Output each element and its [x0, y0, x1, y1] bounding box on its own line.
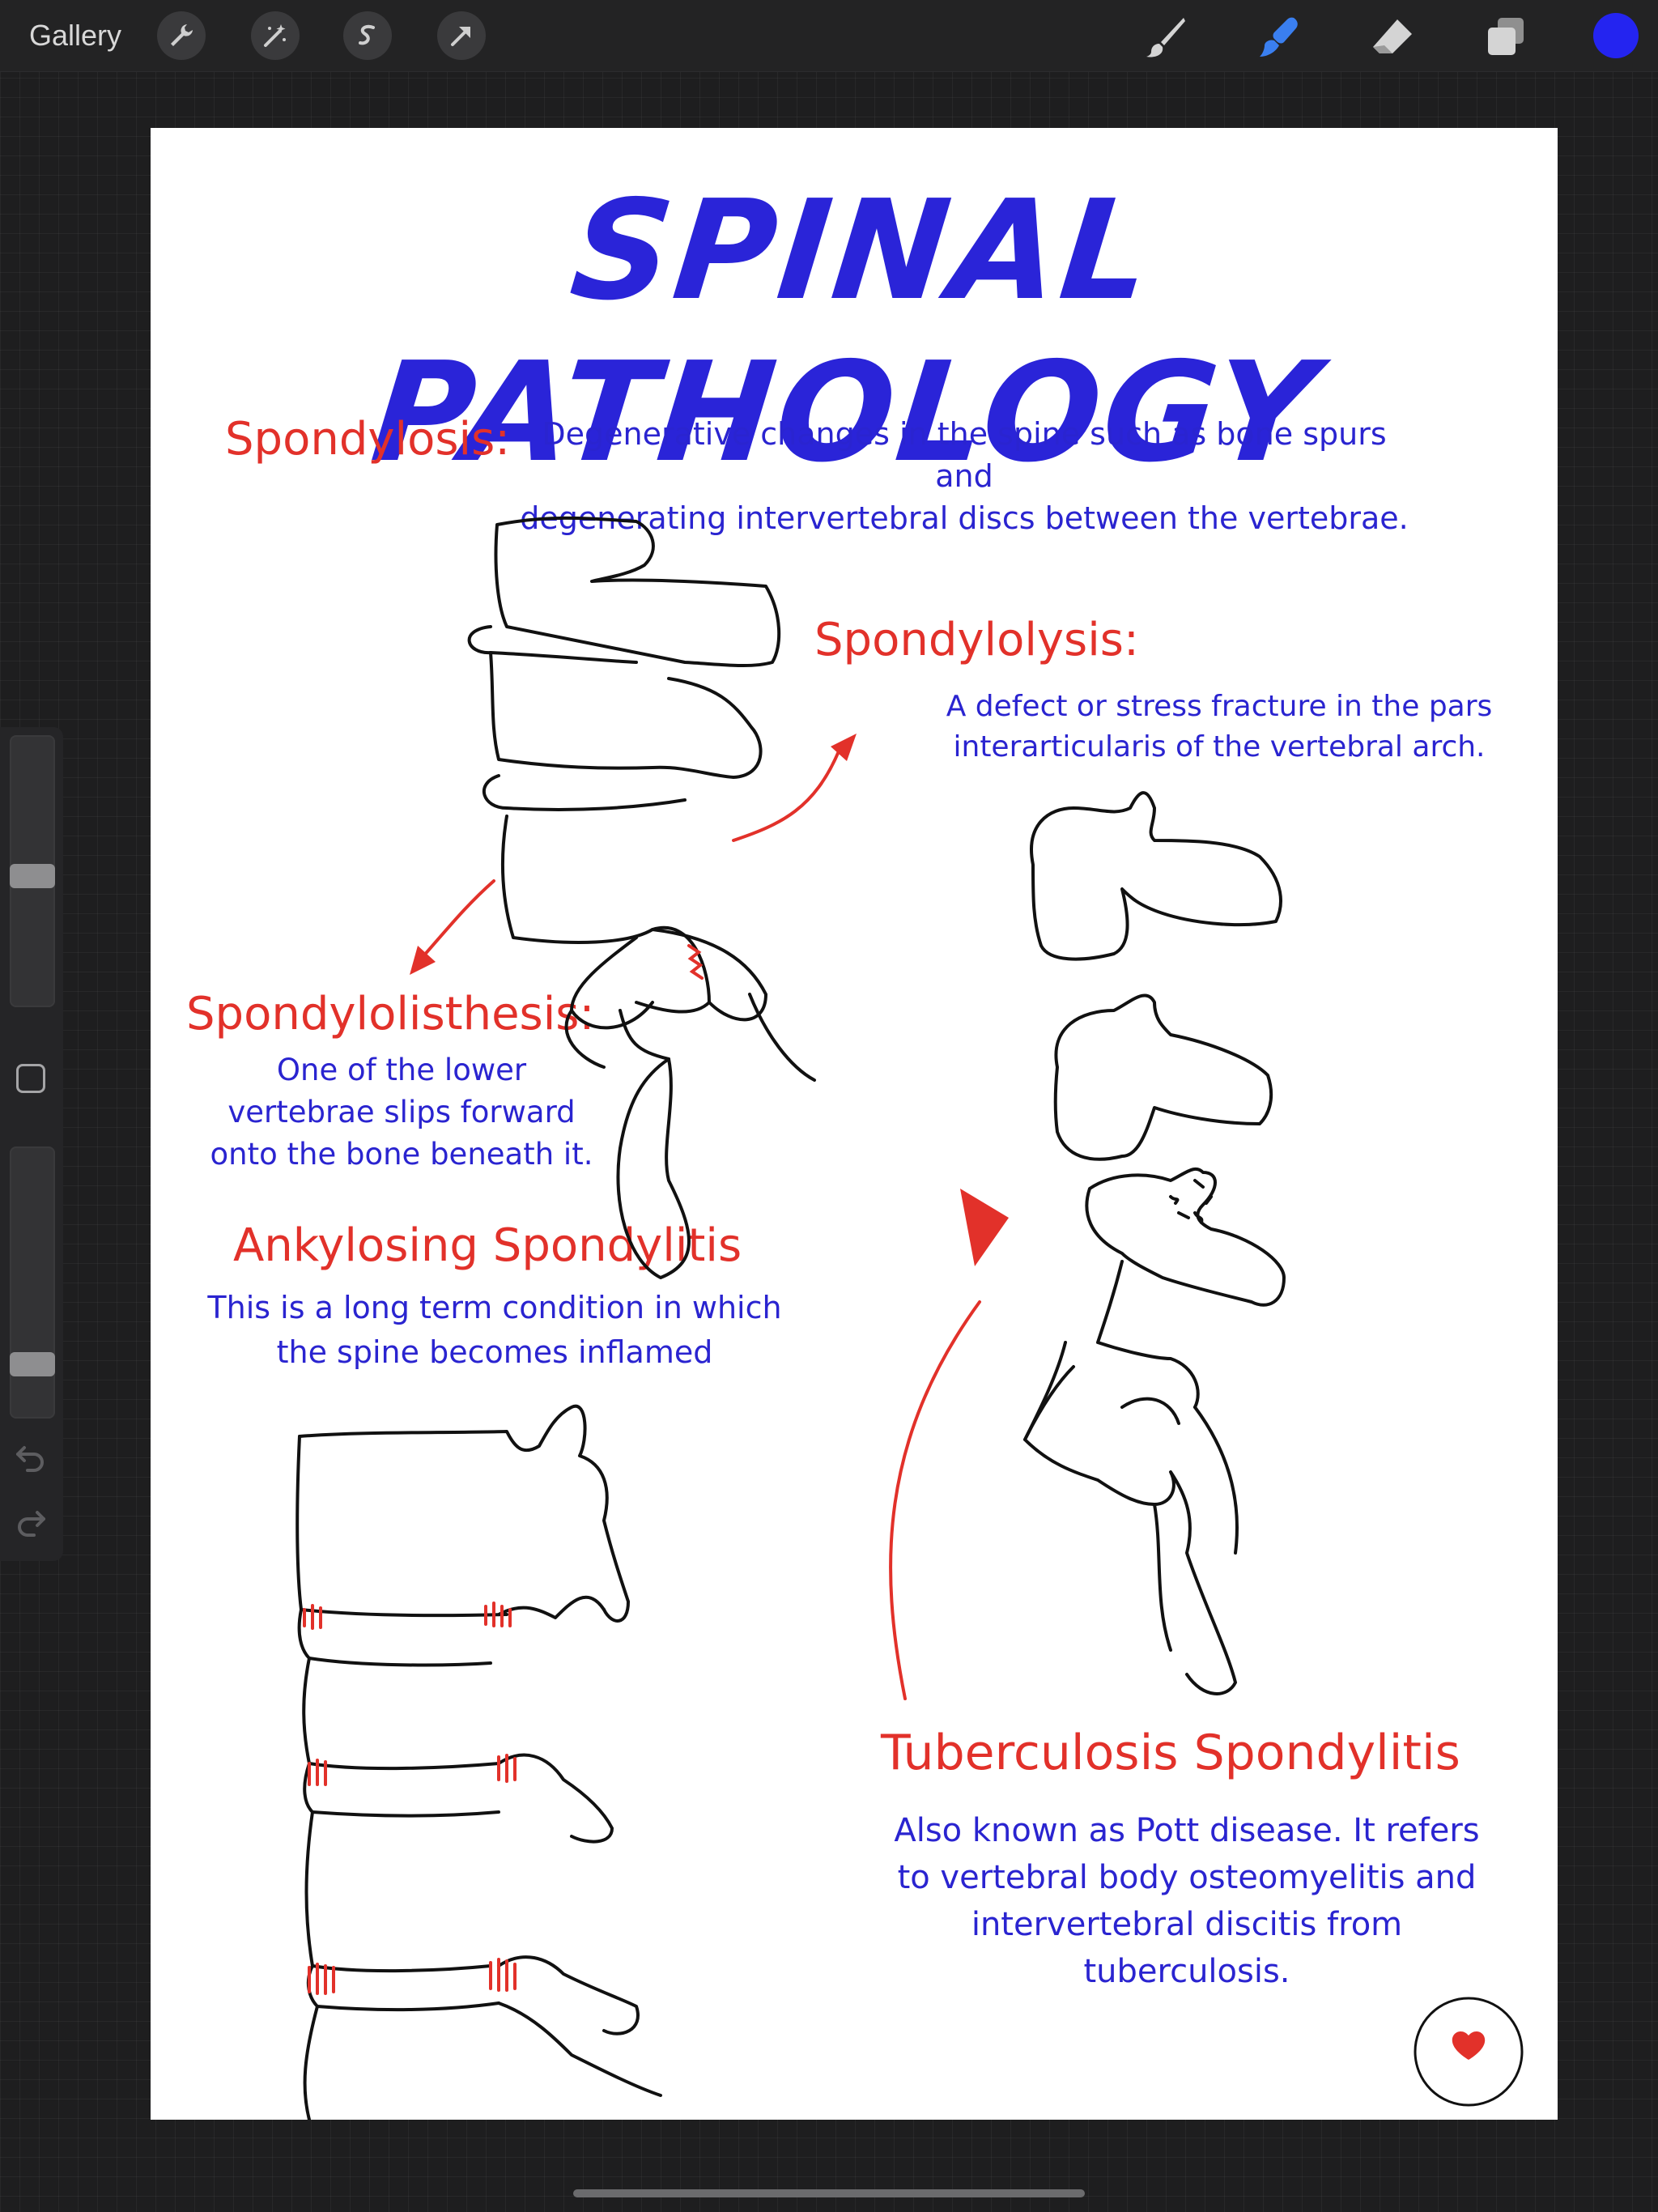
signature-badge-outline: [1414, 1997, 1524, 2107]
left-sidebar: [0, 727, 63, 1561]
spine-drawings: [295, 516, 1524, 2120]
spondylosis-text: Degenerative changes in the spine such a…: [520, 416, 1409, 536]
top-toolbar: Gallery: [0, 0, 1658, 72]
spondylolysis-text: A defect or stress fracture in the pars …: [946, 690, 1493, 764]
layers-icon: [1488, 18, 1524, 55]
brush-icon: [1146, 18, 1185, 57]
ankylosing-heading: Ankylosing Spondylitis: [233, 1219, 742, 1272]
spondylolisthesis-arrow: [421, 879, 495, 959]
brush-size-slider[interactable]: [10, 735, 55, 1007]
wrench-icon: [171, 24, 193, 46]
spondylolysis-arrow: [732, 750, 840, 842]
spondylosis-heading: Spondylosis:: [225, 413, 511, 466]
brush-size-thumb[interactable]: [10, 864, 55, 888]
eraser-tool-button[interactable]: [1367, 11, 1418, 63]
selection-icon: [359, 24, 375, 45]
redo-icon[interactable]: [15, 1509, 47, 1537]
transform-arrow-icon: [451, 27, 470, 46]
adjustments-button[interactable]: [251, 11, 300, 60]
tuberculosis-text: Also known as Pott disease. It refers to…: [894, 1812, 1480, 1990]
ankylosing-fusion-marks: [303, 1602, 517, 1995]
smudge-icon: [1260, 17, 1298, 57]
tuberculosis-arrow: [889, 1300, 981, 1700]
spondylolysis-heading: Spondylolysis:: [814, 614, 1139, 666]
pars-fracture-mark: [687, 944, 704, 980]
selection-button[interactable]: [343, 11, 392, 60]
eraser-icon: [1373, 19, 1412, 53]
drawing-canvas[interactable]: SPINAL PATHOLOGY Spondylosis: Degenerati…: [151, 128, 1558, 2120]
gallery-button[interactable]: Gallery: [29, 19, 122, 52]
magic-wand-icon: [264, 24, 286, 47]
modify-button[interactable]: [16, 1064, 45, 1093]
tuberculosis-arrowhead: [960, 1189, 1009, 1266]
opacity-thumb[interactable]: [10, 1352, 55, 1376]
lumbar-spine-drawing: [467, 516, 816, 1279]
ankylosing-text: This is a long term condition in which t…: [207, 1290, 782, 1370]
ankylosing-spine-drawing: [295, 1404, 662, 2120]
heart-logo-icon: [1452, 2031, 1486, 2060]
opacity-slider[interactable]: [10, 1146, 55, 1419]
spondylolisthesis-arrowhead: [410, 946, 436, 975]
brush-tool-button[interactable]: [1140, 11, 1192, 63]
layers-button[interactable]: [1480, 11, 1532, 63]
spondylolysis-arrowhead: [831, 734, 857, 761]
undo-icon[interactable]: [15, 1444, 47, 1472]
transform-button[interactable]: [437, 11, 486, 60]
tuberculosis-spine-drawing: [1023, 791, 1286, 1695]
color-picker-button[interactable]: [1593, 13, 1639, 58]
spondylolisthesis-text: One of the lower vertebrae slips forward…: [210, 1053, 593, 1172]
smudge-tool-button[interactable]: [1253, 11, 1305, 63]
actions-button[interactable]: [157, 11, 206, 60]
home-indicator: [573, 2189, 1085, 2197]
tuberculosis-heading: Tuberculosis Spondylitis: [881, 1725, 1460, 1781]
spondylolisthesis-heading: Spondylolisthesis:: [186, 988, 595, 1040]
